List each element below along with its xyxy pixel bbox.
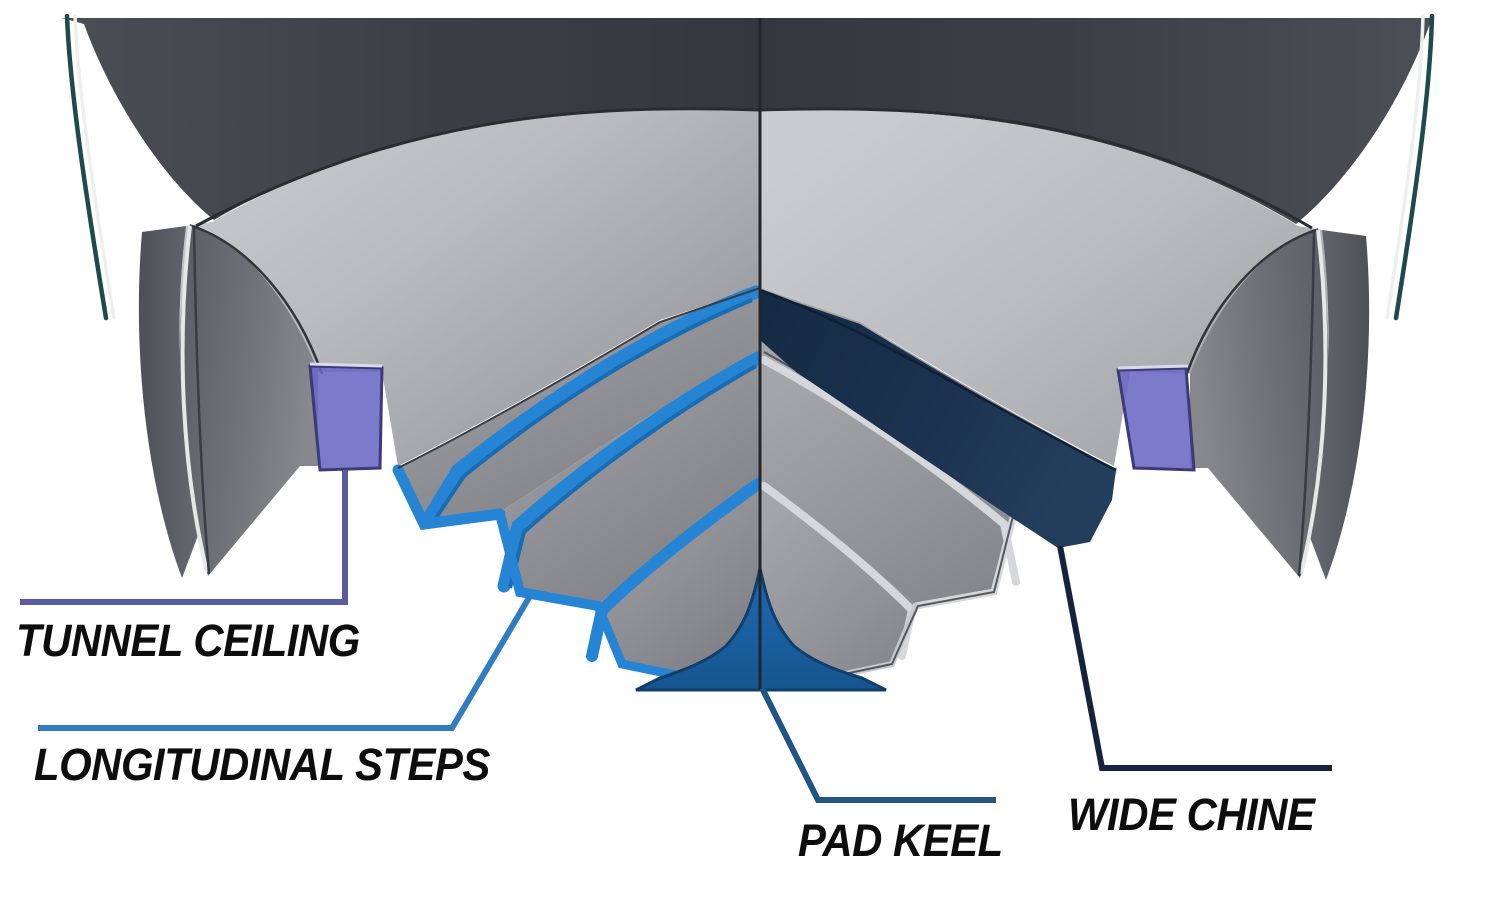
callout-label-longitudinal-steps: LONGITUDINAL STEPS (34, 739, 490, 790)
longitudinal-step-stripe-1-shadow (434, 298, 753, 520)
callout-label-wide-chine: WIDE CHINE (1068, 789, 1315, 840)
step-terrace-port-outer (398, 288, 760, 524)
longitudinal-step-edge-port-mid (495, 509, 603, 611)
sponson-port-leaf-highlight (180, 225, 209, 573)
callout-label-pad-keel: PAD KEEL (798, 815, 1003, 866)
sponson-starboard-leaf-highlight (1299, 229, 1328, 575)
wide-chine-wedge (760, 290, 1116, 548)
tunnel-ceiling-patch-starboard-highlight (1117, 364, 1189, 370)
longitudinal-step-stripe-3 (586, 478, 764, 662)
sponson-starboard-trail-edge (1184, 228, 1317, 377)
leader-line-wide-chine (1057, 545, 1332, 771)
hull-bottom-port (180, 109, 760, 512)
callout-label-tunnel-ceiling: TUNNEL CEILING (16, 615, 360, 666)
longitudinal-step-stripe-2-shadow (508, 364, 757, 589)
longitudinal-step-stripe-2 (497, 351, 765, 593)
step-terrace-port-inner (596, 478, 760, 680)
transom-starboard-face (760, 18, 1432, 224)
leader-line-longitudinal-steps (38, 594, 533, 731)
longitudinal-step-stripe-1 (423, 285, 763, 523)
sponson-port-trail-edge (191, 224, 324, 375)
transom-port-edge-highlight (73, 14, 116, 320)
sponson-port-inner-leaf (179, 224, 318, 576)
step-terrace-port-outline (397, 287, 761, 469)
transom-port-face (62, 18, 760, 220)
transom-starboard-outer-edge (1393, 13, 1435, 321)
tunnel-ceiling-patch-starboard (1116, 366, 1196, 472)
step-terrace-stbd-inner (760, 478, 918, 680)
transom-port-outer-edge (64, 13, 109, 321)
hull-bottom-starboard (760, 109, 1328, 514)
wide-chine-edge (759, 288, 1117, 472)
tunnel-ceiling-patch-port (308, 364, 384, 472)
sponson-starboard-ridge (1297, 231, 1316, 577)
sponson-port-ridge (192, 227, 211, 575)
wide-chine-marker (759, 288, 1117, 548)
hull-steps-port (392, 285, 765, 685)
step-terrace-port-middle (500, 352, 760, 606)
longitudinal-step-edge-port-lower (392, 464, 506, 530)
sponson-port (138, 224, 324, 578)
leader-line-tunnel-ceiling (20, 470, 348, 605)
sponson-starboard-inner-leaf (1190, 228, 1329, 578)
tunnel-ceiling-marker-port (308, 362, 384, 472)
sponson-starboard (1184, 228, 1370, 580)
transom-upper-shell (62, 13, 1435, 321)
transom-starboard-edge-highlight (1385, 14, 1425, 320)
step-highlight-stbd-1 (760, 356, 1020, 586)
step-highlight-stbd-2 (760, 482, 917, 660)
leader-line-pad-keel (759, 686, 996, 803)
tunnel-ceiling-marker-starboard (1116, 364, 1196, 472)
step-terrace-stbd-middle (760, 352, 1014, 606)
tunnel-ceiling-patch-port-highlight (309, 362, 383, 368)
